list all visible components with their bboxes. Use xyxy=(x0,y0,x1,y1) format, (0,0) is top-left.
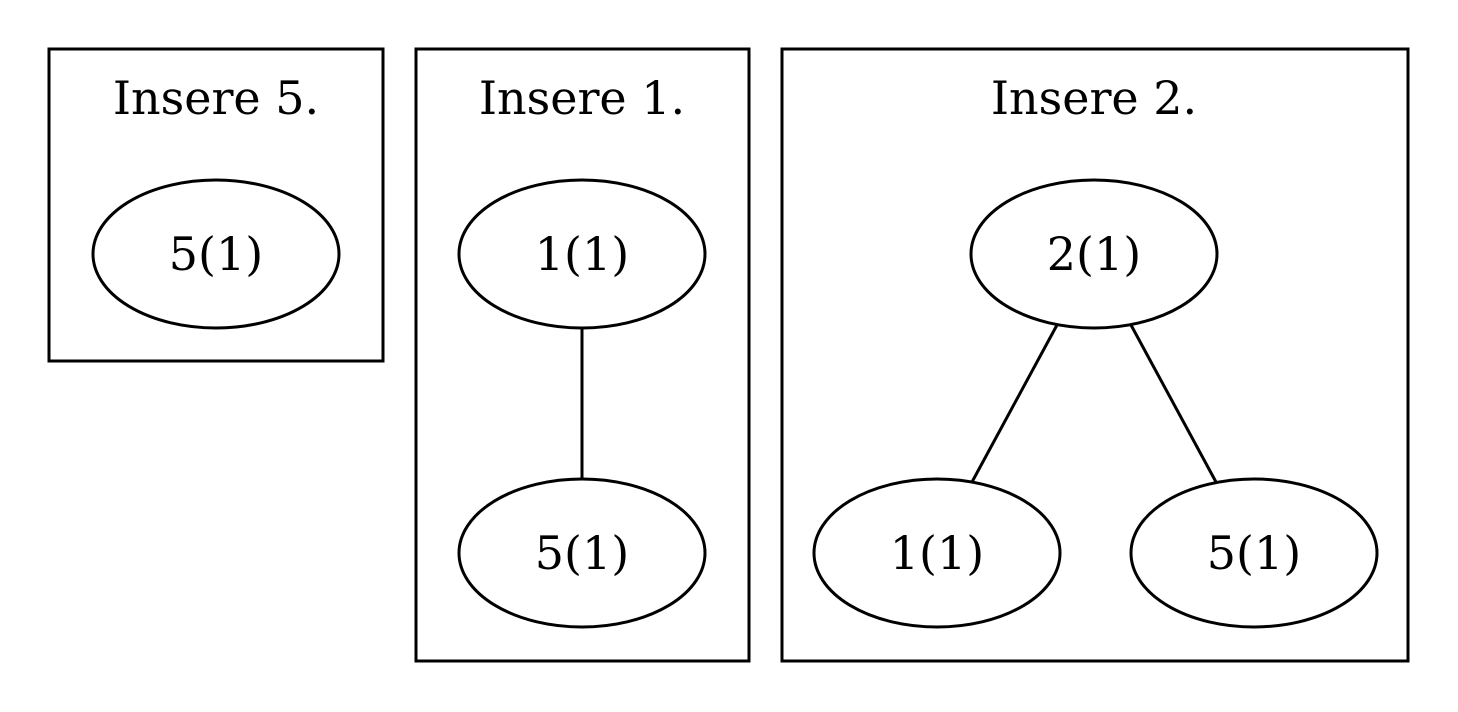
tree-edge xyxy=(970,324,1059,483)
tree-node: 2(1) xyxy=(969,178,1219,330)
cluster-box xyxy=(414,47,751,663)
panel-title: Insere 5. xyxy=(113,71,319,125)
node-ellipse xyxy=(457,178,707,330)
panel-insere-1: Insere 1. 1(1) 5(1) xyxy=(414,47,751,663)
tree-node: 1(1) xyxy=(457,178,707,330)
tree-node: 1(1) xyxy=(812,477,1062,629)
panel-title: Insere 1. xyxy=(479,71,685,125)
cluster-box xyxy=(780,47,1410,663)
node-label: 5(1) xyxy=(535,526,629,580)
node-ellipse xyxy=(812,477,1062,629)
node-ellipse xyxy=(1129,477,1379,629)
panel-insere-2: Insere 2. 2(1) 1(1) 5(1) xyxy=(780,47,1410,663)
tree-edge xyxy=(1129,324,1218,483)
tree-node: 5(1) xyxy=(457,477,707,629)
node-ellipse xyxy=(969,178,1219,330)
tree-node: 5(1) xyxy=(91,178,341,330)
node-label: 5(1) xyxy=(169,227,263,281)
cluster-box xyxy=(47,47,385,363)
node-ellipse xyxy=(91,178,341,330)
panel-insere-5: Insere 5. 5(1) xyxy=(47,47,385,363)
panel-title: Insere 2. xyxy=(991,71,1197,125)
node-label: 5(1) xyxy=(1207,526,1301,580)
node-label: 1(1) xyxy=(535,227,629,281)
node-ellipse xyxy=(457,477,707,629)
tree-node: 5(1) xyxy=(1129,477,1379,629)
node-label: 1(1) xyxy=(890,526,984,580)
node-label: 2(1) xyxy=(1047,227,1141,281)
